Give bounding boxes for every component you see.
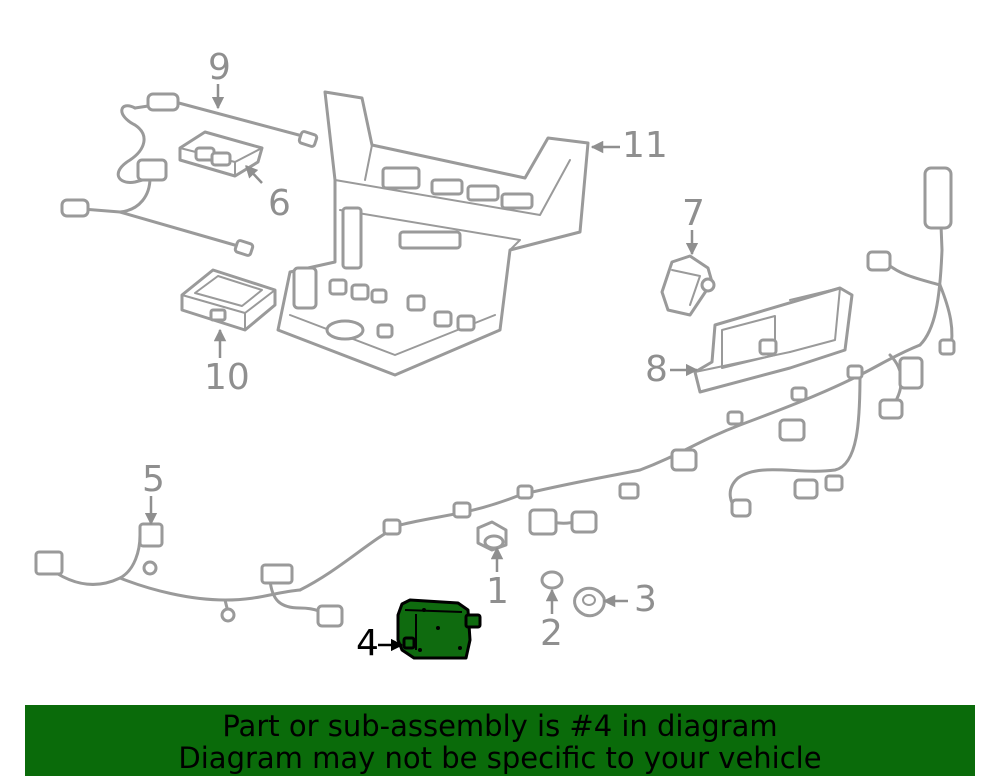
callout-4-highlighted: 4 xyxy=(356,623,379,664)
part-10-module xyxy=(180,268,277,332)
callout-3: 3 xyxy=(634,579,657,620)
callout-1: 1 xyxy=(486,571,509,612)
callout-2: 2 xyxy=(540,613,563,654)
part-1-sensor xyxy=(476,520,508,552)
banner-line-2: Diagram may not be specific to your vehi… xyxy=(178,741,822,775)
leader-arrows xyxy=(144,84,699,652)
part-7-sensor xyxy=(660,254,716,317)
part-3-bezel xyxy=(573,586,606,618)
part-11-bracket xyxy=(276,90,590,377)
part-2-grommet xyxy=(540,570,564,590)
callout-5: 5 xyxy=(142,459,165,500)
parts-diagram xyxy=(34,84,956,660)
part-4-module-highlighted xyxy=(396,598,482,660)
part-8-bracket xyxy=(693,286,854,394)
callout-7: 7 xyxy=(682,193,705,234)
callout-9: 9 xyxy=(208,47,231,88)
wire-harness xyxy=(34,166,956,628)
info-banner: Part or sub-assembly is #4 in diagram Di… xyxy=(25,705,975,776)
callout-8: 8 xyxy=(645,349,668,390)
part-6-module xyxy=(178,130,264,178)
callout-10: 10 xyxy=(204,357,250,398)
callout-6: 6 xyxy=(268,183,291,224)
part-9-cable xyxy=(60,92,319,257)
banner-line-1: Part or sub-assembly is #4 in diagram xyxy=(222,709,778,743)
callout-11: 11 xyxy=(622,125,668,166)
